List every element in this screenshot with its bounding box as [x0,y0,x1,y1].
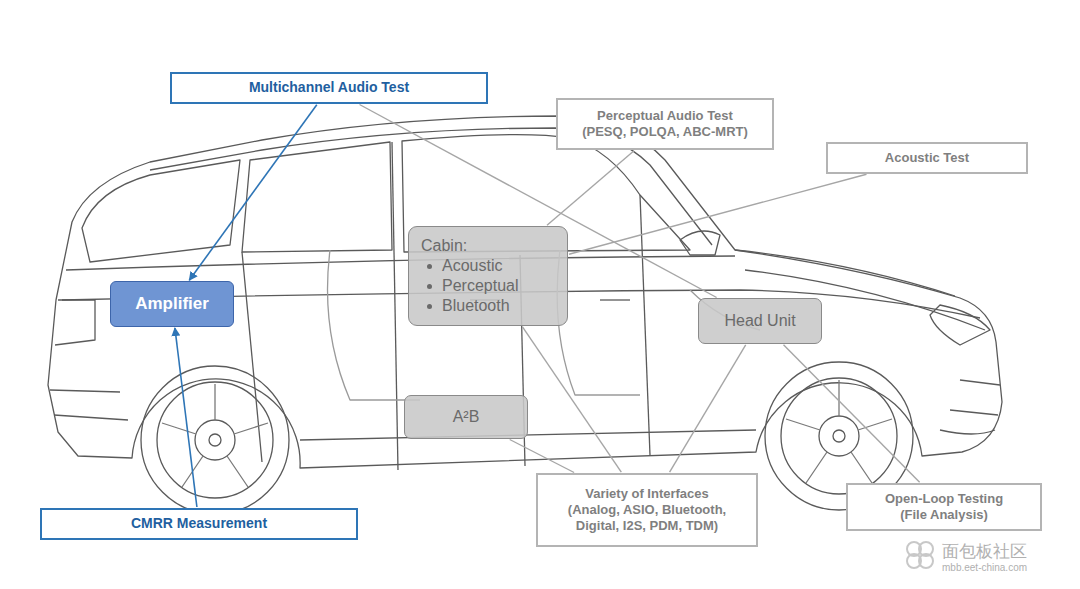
bullet-text: Acoustic [442,256,502,276]
box-title: Head Unit [724,311,795,331]
box-title: Variety of Interfaces [585,486,709,502]
watermark-text: 面包板社区 [942,540,1027,563]
box-title: Acoustic Test [885,150,969,166]
box-title: Perceptual Audio Test [597,108,733,124]
box-title: Amplifier [135,293,209,314]
leader-connector [189,105,316,280]
leader-connector [510,440,574,473]
box-title: CMRR Measurement [131,515,267,533]
box-title: Cabin: [421,236,467,256]
component-box: A²B [404,395,528,439]
cabin-box: Cabin:AcousticPerceptualBluetooth [408,226,568,326]
bullet-dot [427,264,432,269]
bullet-text: Bluetooth [442,296,510,316]
leader-connector [569,174,867,254]
leader-connector [523,327,622,472]
box-body: (File Analysis) [900,507,988,523]
box-body: (PESQ, POLQA, ABC-MRT) [582,124,748,140]
box-title: A²B [453,407,480,427]
bullet-text: Perceptual [442,276,519,296]
watermark-url: mbb.eet-china.com [942,562,1027,573]
callout-box: Acoustic Test [826,142,1028,174]
leader-connector [784,345,920,483]
callout-box: Perceptual Audio Test(PESQ, POLQA, ABC-M… [556,98,774,150]
callout-box: Open-Loop Testing(File Analysis) [846,483,1042,531]
callout-box: CMRR Measurement [40,508,358,540]
leader-connector [547,151,634,226]
bullet-item: Acoustic [421,256,502,276]
bullet-item: Perceptual [421,276,519,296]
box-title: Open-Loop Testing [885,491,1003,507]
bullet-dot [427,284,432,289]
leader-connector [175,328,197,507]
box-body: (Analog, ASIO, Bluetooth, Digital, I2S, … [546,502,748,535]
bullet-item: Bluetooth [421,296,510,316]
callout-box: Multichannel Audio Test [170,72,488,104]
watermark-icon [902,537,938,573]
box-title: Multichannel Audio Test [249,79,409,97]
amplifier-box: Amplifier [110,281,234,327]
callout-box: Variety of Interfaces(Analog, ASIO, Blue… [536,473,758,547]
leader-connector [670,345,746,472]
bullet-dot [427,304,432,309]
component-box: Head Unit [698,298,822,344]
